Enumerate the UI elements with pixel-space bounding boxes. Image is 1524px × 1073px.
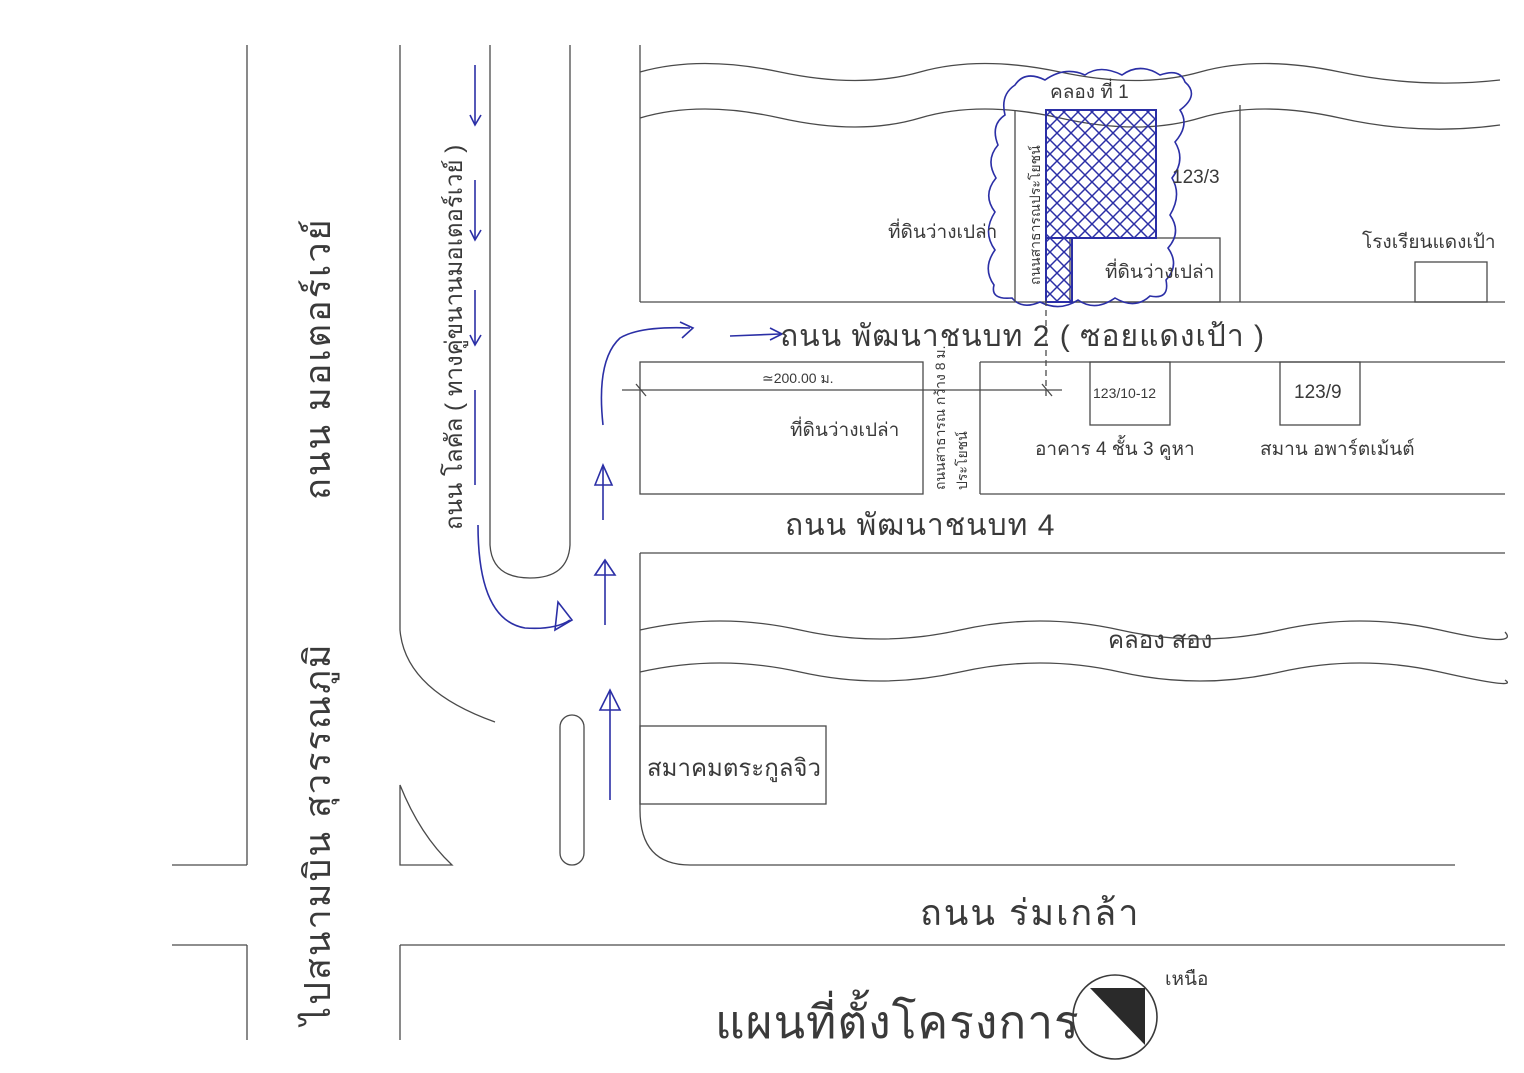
school-label: โรงเรียนแดงเป้า: [1362, 230, 1496, 253]
public-road-north-label: ถนนสาธารณประโยชน์: [1027, 145, 1043, 285]
route-arrows: [469, 65, 784, 800]
north-compass-icon: [1072, 974, 1158, 1060]
motorway-road: [172, 45, 248, 1040]
canal-2-label: คลอง สอง: [1108, 627, 1212, 654]
local-road: [399, 45, 585, 1040]
plot-123-9-label: 123/9: [1294, 382, 1342, 403]
association-label: สมาคมตระกูลจิว: [647, 755, 821, 783]
to-airport-label: ไปสนามบิน สุวรรณภูมิ: [297, 642, 340, 1028]
pattana-2-road-label: ถนน พัฒนาชนบท 2 ( ซอยแดงเป้า ): [780, 320, 1265, 353]
distance-measure: [622, 300, 1062, 400]
motorway-label: ถนน มอเตอร์เวย์: [297, 217, 338, 500]
plot-123-10-12-label: 123/10-12: [1093, 385, 1156, 401]
city-blocks: [400, 45, 1505, 946]
canal-2: [639, 620, 1508, 685]
vacant-land-east-label: ที่ดินว่างเปล่า: [1105, 258, 1214, 283]
public-road-south-label-2: ประโยชน์: [954, 431, 970, 490]
romklao-road-label: ถนน ร่มเกล้า: [920, 892, 1140, 933]
map-title: แผนที่ตั้งโครงการ: [715, 989, 1080, 1048]
project-site: [987, 67, 1193, 308]
north-label: เหนือ: [1165, 969, 1208, 990]
vacant-land-west-label: ที่ดินว่างเปล่า: [888, 218, 997, 243]
pattana-4-road-label: ถนน พัฒนาชนบท 4: [785, 509, 1055, 542]
canal-1-label: คลอง ที่ 1: [1050, 78, 1129, 103]
building-4-floor-label: อาคาร 4 ชั้น 3 คูหา: [1035, 435, 1195, 460]
distance-label: ≃200.00 ม.: [762, 370, 834, 386]
public-road-south-label: ถนนสาธารณ กว้าง 8 ม.: [932, 345, 948, 490]
local-road-label: ถนน โลคัล ( ทางคู่ขนานมอเตอร์เวย์ ): [440, 145, 469, 530]
apartment-label: สมาน อพาร์ตเม้นต์: [1260, 438, 1415, 460]
plot-123-3-label: 123/3: [1172, 167, 1220, 188]
vacant-land-south-label: ที่ดินว่างเปล่า: [790, 416, 899, 441]
